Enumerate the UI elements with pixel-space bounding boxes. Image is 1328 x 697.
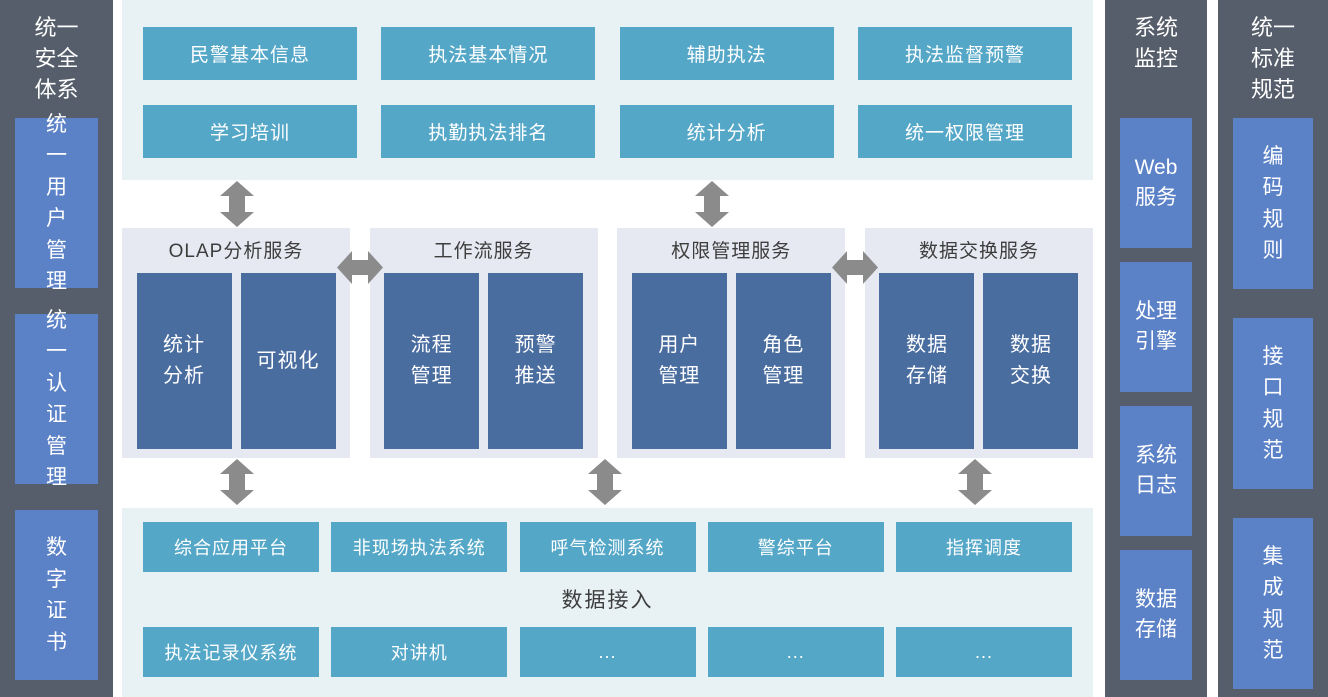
service-group-permission: 权限管理服务 用户 管理 角色 管理 [617, 228, 846, 458]
sidebar-item-data-storage: 数据存储 [1120, 550, 1192, 680]
service-group-boxes: 流程 管理 预警 推送 [384, 273, 584, 449]
sidebar-item-label: Web服务 [1134, 155, 1178, 209]
monitor-sidebar: 系统监控 Web服务 处理引擎 系统日志 数据存储 [1105, 0, 1207, 697]
access-box-ellipsis: ... [896, 627, 1072, 677]
service-box-visualization: 可视化 [240, 273, 336, 449]
access-box-breath-test-system: 呼气检测系统 [519, 522, 696, 572]
sidebar-item-label: 编码规则 [1262, 144, 1284, 263]
service-layer: OLAP分析服务 统计 分析 可视化 工作流服务 流程 管理 预警 推送 权限管… [122, 228, 1093, 458]
service-group-title: 工作流服务 [433, 241, 534, 262]
data-access-layer: 综合应用平台 非现场执法系统 呼气检测系统 警综平台 指挥调度 数据接入 执法记… [122, 508, 1093, 697]
service-group-boxes: 数据 存储 数据 交换 [879, 273, 1079, 449]
service-box-user-management: 用户 管理 [631, 273, 727, 449]
double-arrow-horizontal-icon [337, 251, 383, 284]
service-box-process-management: 流程 管理 [384, 273, 480, 449]
service-group-workflow: 工作流服务 流程 管理 预警 推送 [369, 228, 598, 458]
access-box-comprehensive-platform: 综合应用平台 [143, 522, 319, 572]
access-source-row: 综合应用平台 非现场执法系统 呼气检测系统 警综平台 指挥调度 [122, 522, 1093, 572]
service-box-role-management: 角色 管理 [735, 273, 831, 449]
service-group-boxes: 用户 管理 角色 管理 [631, 273, 831, 449]
access-device-row: 执法记录仪系统 对讲机 ... ... ... [122, 627, 1093, 677]
service-group-boxes: 统计 分析 可视化 [136, 273, 336, 449]
double-arrow-vertical-icon [220, 181, 254, 227]
access-box-offsite-enforcement: 非现场执法系统 [331, 522, 508, 572]
application-layer: 民警基本信息 执法基本情况 辅助执法 执法监督预警 学习培训 执勤执法排名 统计… [122, 0, 1093, 180]
access-box-command-dispatch: 指挥调度 [896, 522, 1072, 572]
data-access-label: 数据接入 [561, 589, 654, 612]
access-box-police-platform: 警综平台 [707, 522, 884, 572]
access-box-ellipsis: ... [707, 627, 884, 677]
app-module-learning-training: 学习培训 [143, 105, 357, 158]
monitor-sidebar-title: 系统监控 [1133, 15, 1178, 72]
sidebar-item-label: 统一用户管理 [46, 112, 67, 294]
architecture-diagram: 民警基本信息 执法基本情况 辅助执法 执法监督预警 学习培训 执勤执法排名 统计… [122, 0, 1093, 697]
security-sidebar: 统一安全体系 统一用户管理 统一认证管理 数字证书 [0, 0, 113, 697]
standard-sidebar: 统一标准规范 编码规则 接口规范 集成规范 [1218, 0, 1328, 697]
sidebar-item-interface-spec: 接口规范 [1233, 318, 1313, 489]
access-box-ellipsis: ... [519, 627, 696, 677]
service-group-title: 权限管理服务 [671, 241, 792, 262]
standard-sidebar-title: 统一标准规范 [1250, 15, 1295, 103]
monitor-sidebar-items: Web服务 处理引擎 系统日志 数据存储 [1120, 118, 1192, 680]
service-box-data-exchange: 数据 交换 [983, 273, 1079, 449]
double-arrow-vertical-icon [588, 459, 622, 505]
service-group-data-exchange: 数据交换服务 数据 存储 数据 交换 [864, 228, 1093, 458]
sidebar-item-unified-user-management: 统一用户管理 [15, 113, 98, 293]
service-group-title: 数据交换服务 [918, 241, 1039, 262]
standard-sidebar-items: 编码规则 接口规范 集成规范 [1233, 118, 1313, 689]
security-sidebar-items: 统一用户管理 统一认证管理 数字证书 [15, 113, 98, 680]
access-box-body-camera-system: 执法记录仪系统 [143, 627, 319, 677]
sidebar-item-label: 处理引擎 [1134, 299, 1177, 353]
sidebar-item-label: 接口规范 [1262, 344, 1284, 463]
app-module-assist-enforcement: 辅助执法 [619, 27, 834, 80]
app-module-enforcement-basic: 执法基本情况 [381, 27, 596, 80]
double-arrow-vertical-icon [695, 181, 729, 227]
sidebar-item-label: 集成规范 [1262, 544, 1284, 663]
app-module-duty-ranking: 执勤执法排名 [381, 105, 596, 158]
service-group-olap: OLAP分析服务 统计 分析 可视化 [122, 228, 350, 458]
service-box-statistics-analysis: 统计 分析 [136, 273, 232, 449]
sidebar-item-coding-rules: 编码规则 [1233, 118, 1313, 289]
sidebar-item-label: 统一认证管理 [46, 308, 67, 490]
app-module-unified-permission: 统一权限管理 [857, 105, 1072, 158]
sidebar-item-digital-certificate: 数字证书 [15, 510, 98, 680]
sidebar-item-label: 数字证书 [46, 536, 67, 654]
service-box-data-storage: 数据 存储 [879, 273, 975, 449]
app-module-supervision-warning: 执法监督预警 [857, 27, 1072, 80]
sidebar-item-system-log: 系统日志 [1120, 406, 1192, 536]
sidebar-item-label: 数据存储 [1134, 587, 1177, 641]
security-sidebar-title: 统一安全体系 [34, 15, 79, 103]
double-arrow-vertical-icon [958, 459, 992, 505]
sidebar-item-label: 系统日志 [1134, 443, 1177, 497]
app-module-statistics-analysis: 统计分析 [619, 105, 834, 158]
double-arrow-horizontal-icon [832, 251, 878, 284]
sidebar-item-unified-auth-management: 统一认证管理 [15, 309, 98, 489]
double-arrow-vertical-icon [220, 459, 254, 505]
sidebar-item-processing-engine: 处理引擎 [1120, 262, 1192, 392]
sidebar-item-web-service: Web服务 [1120, 118, 1192, 248]
service-group-title: OLAP分析服务 [168, 241, 304, 262]
access-box-walkie-talkie: 对讲机 [331, 627, 508, 677]
app-module-police-basic-info: 民警基本信息 [143, 27, 357, 80]
service-box-warning-push: 预警 推送 [488, 273, 584, 449]
sidebar-item-integration-spec: 集成规范 [1233, 518, 1313, 689]
